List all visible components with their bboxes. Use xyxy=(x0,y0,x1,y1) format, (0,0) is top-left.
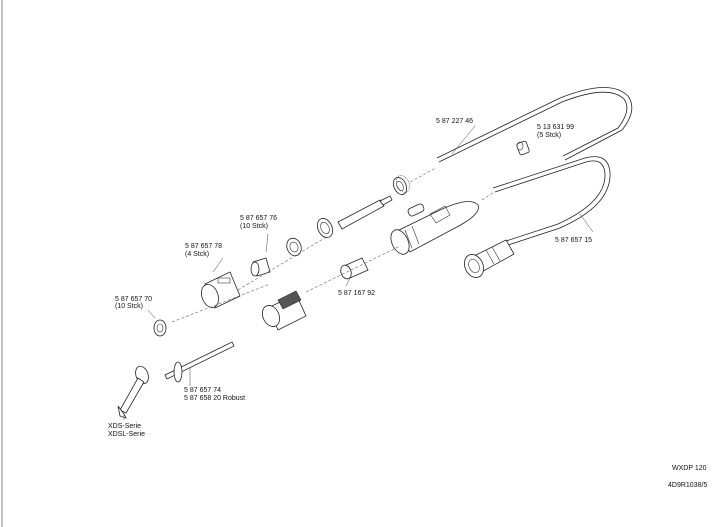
assembly-axis-2 xyxy=(305,245,401,293)
label-tube-b-qty: (5 Stck) xyxy=(537,132,562,139)
sleeve-5-87-657-78 xyxy=(250,257,271,277)
gear-ring xyxy=(392,175,410,195)
washer-5-87-657-70 xyxy=(153,319,167,337)
label-series-xdsl: XDSL-Serie xyxy=(108,431,145,438)
label-cable: 5 87 657 15 xyxy=(555,237,592,244)
tube-5-87-227-46 xyxy=(436,87,633,161)
assembly-axis-4 xyxy=(409,167,437,183)
heating-element xyxy=(316,195,393,238)
label-ring-76: 5 87 657 76 xyxy=(240,215,277,222)
assembly-axis-3 xyxy=(237,235,329,291)
leader-5-87-657-70 xyxy=(147,309,156,319)
label-washer-70-qty: (10 Stck) xyxy=(115,303,144,310)
cable-5-87-657-15 xyxy=(492,156,611,247)
footer-code: WXDP 120 xyxy=(672,465,707,472)
cable-5-87-657-15-inner xyxy=(494,160,606,243)
assembly-axis-5 xyxy=(481,191,495,201)
nozzle-5-87-167-92 xyxy=(340,257,369,280)
tube-5-87-227-46-inner xyxy=(438,91,628,163)
label-tube-b: 5 13 631 99 xyxy=(537,124,574,131)
leader-5-87-657-76 xyxy=(265,233,269,253)
label-series-xds: XDS-Serie xyxy=(108,423,142,430)
label-sleeve-78: 5 87 657 78 xyxy=(185,243,222,250)
ribbed-sleeve xyxy=(261,290,307,331)
handle xyxy=(390,201,479,255)
ring-5-87-657-76 xyxy=(286,237,302,257)
label-washer-70: 5 87 657 70 xyxy=(115,296,152,303)
label-sleeve-78-qty: (4 Stck) xyxy=(185,251,210,258)
label-tip-74: 5 87 657 74 xyxy=(184,387,221,394)
coupling-body xyxy=(201,271,241,309)
leader-5-87-657-15 xyxy=(579,213,594,233)
leader-5-87-227-46 xyxy=(451,125,476,155)
tube-piece-5-13-631-99 xyxy=(516,140,530,156)
soldering-tip-assembly xyxy=(117,341,235,419)
connector-plug xyxy=(463,239,515,278)
footer-doc-number: 4D9R1038/5 xyxy=(668,482,708,489)
leader-5-87-657-78 xyxy=(212,257,224,273)
assembly-axis-1 xyxy=(171,283,271,323)
label-nozzle-92: 5 87 167 92 xyxy=(338,290,375,297)
leader-5-87-167-92 xyxy=(345,277,351,287)
label-tip-robust: 5 87 658 20 Robust xyxy=(184,395,246,402)
label-ring-76-qty: (10 Stck) xyxy=(240,223,269,230)
label-tube-a: 5 87 227 46 xyxy=(436,118,473,125)
